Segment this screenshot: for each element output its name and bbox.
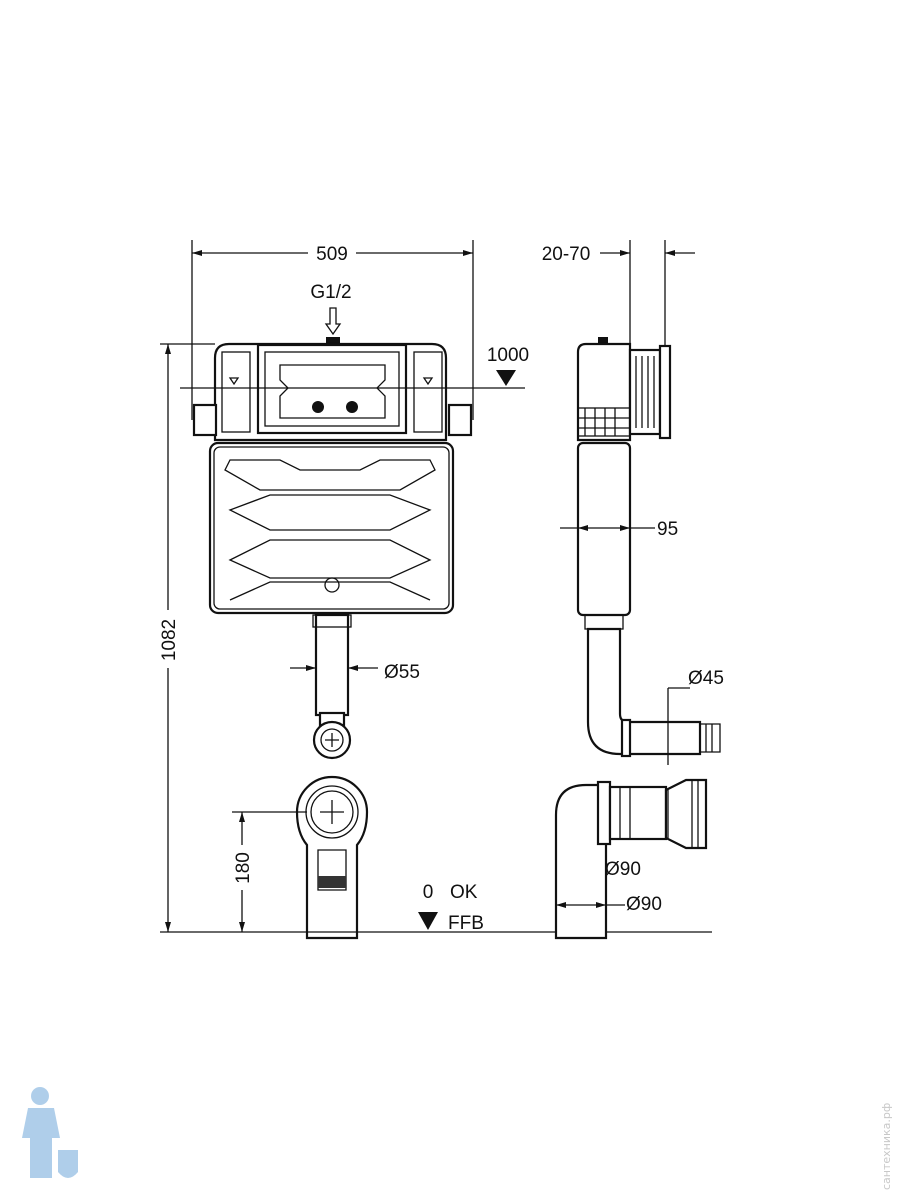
bend-height-dimension: 180 (233, 852, 254, 884)
floor-level-marker-icon (418, 912, 438, 930)
actuation-height-label: 1000 (487, 345, 529, 366)
outlet-diameter-b: Ø90 (626, 894, 662, 915)
ffb-label: FFB (448, 913, 484, 934)
total-height-dimension: 1082 (159, 619, 180, 661)
wall-offset-dimension: 20-70 (542, 244, 591, 265)
side-view: 20-70 95 Ø45 Ø90 Ø90 (542, 240, 724, 940)
outlet-diameter-a: Ø90 (605, 859, 641, 880)
level-marker-icon (496, 370, 516, 386)
front-view: 509 G1/2 1000 1082 (156, 240, 712, 940)
zero-label: 0 (423, 882, 434, 903)
ok-label: OK (450, 882, 478, 903)
width-dimension: 509 (316, 244, 348, 265)
depth-dimension: 95 (657, 519, 678, 540)
flush-pipe-diameter: Ø45 (688, 668, 724, 689)
inlet-pipe-diameter: Ø55 (384, 662, 420, 683)
plumber-logo-icon (22, 1087, 78, 1178)
watermark: сантехника.рф (880, 1103, 893, 1190)
inlet-label: G1/2 (310, 282, 351, 303)
